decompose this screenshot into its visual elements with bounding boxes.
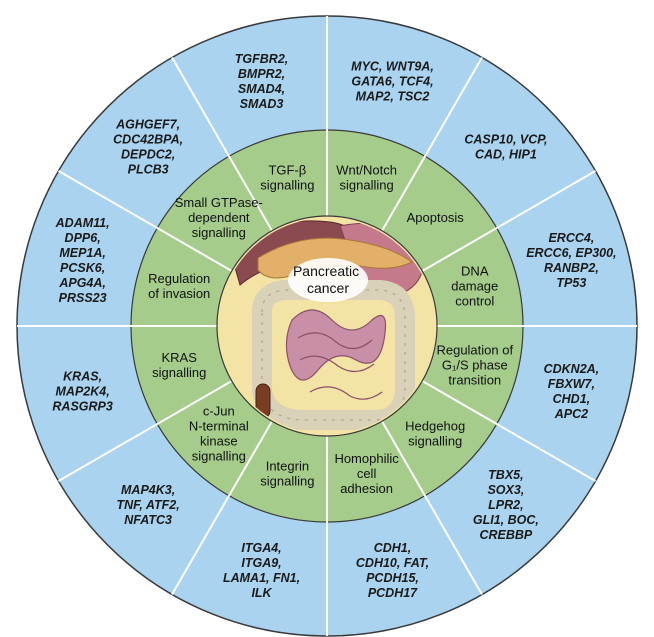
pathway-label-small-gtpase-line: Small GTPase- [175, 195, 263, 210]
gene-list-tgf-beta-line: SMAD3 [240, 97, 284, 111]
pathway-label-homophilic-adhesion-line: adhesion [340, 481, 393, 496]
gene-list-dna-damage-control-line: RANBP2, [544, 261, 599, 275]
pathway-label-integrin-line: signalling [260, 473, 314, 488]
gene-list-hedgehog-line: CREBBP [479, 528, 532, 542]
gene-list-homophilic-adhesion-line: PCDH17 [368, 586, 418, 600]
gene-list-integrin-line: ILK [251, 586, 272, 600]
pathway-label-g1s-transition-line: transition [448, 373, 501, 388]
pathway-label-hedgehog-line: Hedgehog [405, 419, 465, 434]
center-label-line: cancer [307, 280, 349, 296]
gene-list-hedgehog-line: TBX5, [488, 468, 523, 482]
gene-list-tgf-beta-line: SMAD4, [238, 82, 285, 96]
pathway-label-invasion-line: of invasion [148, 286, 210, 301]
gene-list-kras-line: MAP2K4, [56, 384, 110, 398]
gene-list-integrin-line: ITGA9, [241, 556, 281, 570]
gene-list-apoptosis-line: CASP10, VCP, [464, 133, 547, 147]
gene-list-tgf-beta-line: TGFBR2, [235, 52, 288, 66]
gene-list-apoptosis-line: CAD, HIP1 [475, 148, 537, 162]
gene-list-integrin-line: ITGA4, [241, 541, 281, 555]
gene-list-g1s-transition-line: CDKN2A, [544, 362, 600, 376]
pathway-label-invasion-line: Regulation [148, 271, 210, 286]
pathway-label-integrin-line: Integrin [266, 458, 309, 473]
gene-list-invasion-line: ADAM11, [55, 216, 110, 230]
pathway-label-c-jun-kinase-line: N-terminal [189, 419, 249, 434]
gene-list-integrin-line: LAMA1, FN1, [223, 571, 300, 585]
gene-list-c-jun-kinase-line: NFATC3 [124, 513, 172, 527]
gene-list-invasion: ADAM11,DPP6,MEP1A,PCSK6,APG4A,PRSS23 [55, 216, 110, 305]
gene-list-dna-damage-control-line: ERCC4, [548, 231, 594, 245]
gene-list-invasion-line: MEP1A, [59, 246, 106, 260]
gene-list-small-gtpase-line: PLCB3 [128, 163, 169, 177]
pathway-label-dna-damage-control-line: damage [451, 278, 498, 293]
gene-list-dna-damage-control-line: ERCC6, EP300, [526, 246, 616, 260]
pathway-label-c-jun-kinase-line: kinase [200, 434, 238, 449]
gene-list-hedgehog-line: SOX3, [487, 483, 524, 497]
pathway-label-c-jun-kinase-line: signalling [192, 449, 246, 464]
pathway-label-kras-line: signalling [152, 365, 206, 380]
pathway-label-small-gtpase-line: dependent [188, 210, 250, 225]
pathway-label-g1s-transition-line: G₁/S phase [442, 358, 508, 373]
pathway-label-dna-damage-control-line: control [455, 293, 494, 308]
gene-list-hedgehog-line: GLI1, BOC, [473, 513, 539, 527]
pathway-label-apoptosis-line: Apoptosis [407, 210, 465, 225]
gene-list-invasion-line: DPP6, [65, 231, 101, 245]
gene-list-g1s-transition-line: CHD1, [553, 392, 591, 406]
pathway-label-apoptosis: Apoptosis [407, 210, 465, 225]
gene-list-homophilic-adhesion-line: PCDH15, [366, 571, 419, 585]
pathway-label-tgf-beta-line: TGF-β [268, 163, 306, 178]
gene-list-apoptosis: CASP10, VCP,CAD, HIP1 [464, 133, 547, 162]
gene-list-c-jun-kinase-line: MAP4K3, [121, 483, 175, 497]
pathway-label-tgf-beta-line: signalling [260, 178, 314, 193]
gene-list-kras-line: KRAS, [63, 369, 102, 383]
gene-list-hedgehog-line: LPR2, [488, 498, 523, 512]
pathway-label-dna-damage-control-line: DNA [461, 263, 489, 278]
pathway-label-wnt-notch-line: signalling [339, 178, 393, 193]
pathway-label-kras-line: KRAS [162, 350, 198, 365]
gene-list-homophilic-adhesion-line: CDH10, FAT, [356, 556, 429, 570]
gene-list-tgf-beta-line: BMPR2, [238, 67, 285, 81]
gene-list-dna-damage-control-line: TP53 [556, 276, 586, 290]
pathway-label-homophilic-adhesion-line: cell [357, 466, 377, 481]
pathway-label-small-gtpase-line: signalling [192, 225, 246, 240]
gene-list-wnt-notch: MYC, WNT9A,GATA6, TCF4,MAP2, TSC2 [351, 60, 434, 104]
gene-list-small-gtpase-line: DEPDC2, [121, 148, 175, 162]
center-label-line: Pancreatic [293, 263, 359, 279]
gene-list-wnt-notch-line: MAP2, TSC2 [356, 90, 430, 104]
gene-list-tgf-beta: TGFBR2,BMPR2,SMAD4,SMAD3 [235, 52, 288, 111]
gene-list-kras-line: RASGRP3 [52, 399, 112, 413]
pathway-label-homophilic-adhesion-line: Homophilic [334, 451, 399, 466]
gene-list-wnt-notch-line: GATA6, TCF4, [351, 75, 433, 89]
gene-list-invasion-line: PRSS23 [59, 291, 107, 305]
gene-list-c-jun-kinase-line: TNF, ATF2, [117, 498, 180, 512]
gene-list-small-gtpase-line: CDC42BPA, [113, 133, 183, 147]
pathway-label-c-jun-kinase-line: c-Jun [203, 404, 235, 419]
gene-list-small-gtpase-line: AGHGEF7, [115, 118, 180, 132]
gene-list-homophilic-adhesion-line: CDH1, [374, 541, 412, 555]
pathway-label-g1s-transition-line: Regulation of [436, 343, 513, 358]
pathway-label-wnt-notch-line: Wnt/Notch [336, 163, 397, 178]
gene-list-g1s-transition-line: FBXW7, [548, 377, 595, 391]
gene-list-wnt-notch-line: MYC, WNT9A, [351, 60, 434, 74]
gene-list-c-jun-kinase: MAP4K3,TNF, ATF2,NFATC3 [117, 483, 180, 527]
gene-list-invasion-line: PCSK6, [60, 261, 105, 275]
pathway-label-hedgehog-line: signalling [408, 434, 462, 449]
gene-list-g1s-transition-line: APC2 [554, 407, 588, 421]
gene-list-invasion-line: APG4A, [58, 276, 106, 290]
